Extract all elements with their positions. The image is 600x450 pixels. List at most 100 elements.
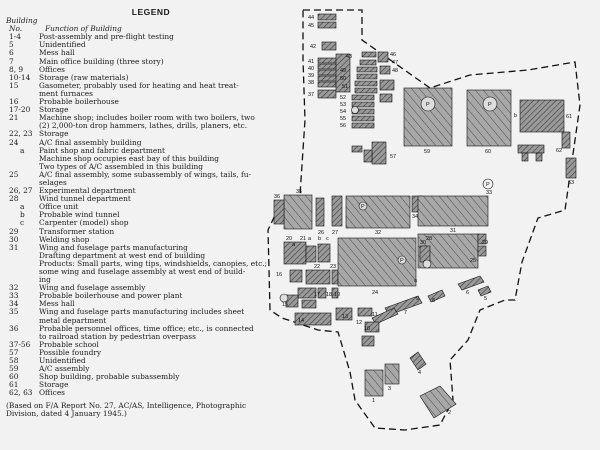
legend-building-function: Transformer station: [39, 226, 115, 236]
legend-row: Products: Small parts, wing tips, windsh…: [6, 258, 271, 268]
label-30: 30: [420, 240, 426, 246]
legend-building-function: to railroad station by pedestrian overpa…: [39, 331, 196, 341]
legend-building-number: 30: [9, 234, 19, 244]
label-49: 49: [340, 68, 346, 74]
label-29: 29: [482, 240, 488, 246]
legend-building-function: Products: Small parts, wing tips, windsh…: [39, 258, 268, 268]
legend-building-function: Probable boilerhouse and power plant: [39, 291, 183, 301]
label-55: 55: [340, 116, 346, 122]
label-43: 43: [346, 54, 352, 60]
legend-building-function: Shop building, probable subassembly: [39, 372, 180, 382]
buildings-layer: [273, 13, 577, 419]
label-54: 54: [340, 109, 346, 115]
legend-building-function: Storage: [39, 129, 69, 139]
label-p-33: P: [486, 182, 490, 188]
label-15: 15: [282, 302, 288, 308]
label-51: 51: [342, 84, 348, 90]
label-37: 37: [308, 92, 314, 98]
label-p-24: P: [400, 258, 404, 264]
label-20: 20: [286, 236, 292, 242]
legend-building-number: 62, 63: [9, 388, 33, 398]
label-11: 11: [372, 312, 378, 318]
label-40: 40: [308, 66, 314, 72]
legend-row: 15 Gasometer, probably used for heating a…: [6, 80, 271, 90]
legend-building-function: Probable school: [39, 339, 99, 349]
legend-building-function: Storage: [39, 105, 69, 115]
legend-row: metal department: [6, 316, 271, 325]
label-61: 61: [566, 114, 572, 120]
label-16: 16: [276, 272, 282, 278]
label-31: 31: [450, 228, 456, 234]
label-2: 2: [448, 410, 451, 416]
legend-building-function: ment furnaces: [39, 88, 93, 98]
label-47: 47: [392, 60, 398, 66]
legend-building-function: Storage (raw materials): [39, 72, 129, 82]
label-39: 39: [308, 73, 314, 79]
label-53: 53: [340, 102, 346, 108]
label-7: 7: [404, 310, 407, 316]
legend-building-function: A/C final assembly, some subassembly of …: [39, 169, 252, 179]
legend-building-function: Mess hall: [39, 299, 75, 309]
legend-row: 21 Machine shop; includes boiler room wit…: [6, 114, 271, 122]
legend-building-function: Gasometer, probably used for heating and…: [39, 80, 239, 90]
label-57: 57: [390, 154, 396, 160]
legend-building-number: 35: [9, 307, 19, 317]
label-38: 38: [308, 80, 314, 86]
label-6: 6: [466, 290, 469, 296]
label-8: 8: [432, 298, 435, 304]
label-27: 27: [332, 230, 338, 236]
label-35: 35: [296, 189, 302, 195]
legend-building-function: Mess hall: [39, 48, 75, 58]
legend-building-number: 5: [9, 40, 14, 50]
legend-row: ment furnaces: [6, 88, 271, 98]
legend-building-function: Probable wind tunnel: [39, 210, 120, 220]
label-3: 3: [388, 386, 391, 392]
legend-row: 33 Probable boilerhouse and power plant: [6, 292, 271, 300]
legend-building-number: a: [20, 145, 25, 155]
legend-building-number: 15: [9, 80, 19, 90]
legend-row: a Paint shop and fabric department: [6, 145, 271, 155]
legend-row: 22, 23 Storage: [6, 130, 271, 138]
legend-row: (2) 2,000-ton drop hammers, lathes, dril…: [6, 122, 271, 130]
legend-building-number: 8, 9: [9, 64, 24, 74]
legend-building-function: ing: [39, 275, 51, 285]
label-63: 63: [568, 180, 574, 186]
legend-building-function: Office unit: [39, 202, 79, 212]
legend-building-number: c: [20, 218, 25, 228]
label-32: 32: [375, 230, 381, 236]
legend-building-function: Paint shop and fabric department: [39, 145, 165, 155]
label-17: 17: [314, 292, 320, 298]
label-44: 44: [308, 15, 314, 21]
legend-building-number: 59: [9, 364, 19, 374]
label-58: b: [514, 113, 517, 119]
legend-building-function: Machine shop; includes boiler room with …: [39, 113, 255, 123]
label-33: 33: [486, 190, 492, 196]
legend-row: to railroad station by pedestrian overpa…: [6, 331, 271, 341]
legend-row: Drafting department at west end of build…: [6, 250, 271, 260]
label-24a: a: [414, 278, 418, 284]
label-c: c: [326, 236, 329, 242]
legend-building-function: A/C final assembly building: [39, 137, 142, 147]
label-60: 60: [485, 149, 491, 155]
label-41: 41: [308, 59, 314, 65]
label-14: 14: [298, 318, 304, 324]
legend-building-number: 61: [9, 380, 19, 390]
legend-building-function: Drafting department at west end of build…: [39, 250, 206, 260]
legend-building-number: 22, 23: [9, 129, 33, 139]
legend-building-number: a: [20, 202, 25, 212]
source-note: (Based on F/A Report No. 27, AC/AS, Inte…: [6, 400, 247, 418]
legend-building-function: Storage: [39, 380, 69, 390]
legend-building-number: 21: [9, 113, 19, 123]
label-22: 22: [314, 264, 320, 270]
legend-building-number: 33: [9, 291, 19, 301]
